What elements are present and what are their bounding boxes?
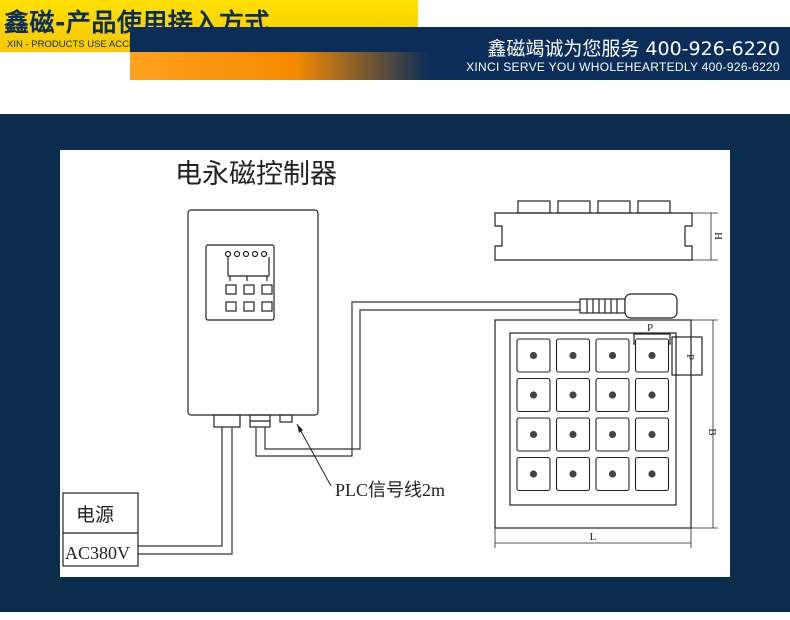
diagram-panel: 电永磁控制器	[0, 114, 790, 612]
controller-box	[187, 209, 319, 428]
indicator-light	[251, 250, 259, 258]
pole-center-mark	[529, 430, 538, 439]
page-title: 鑫磁-产品使用接入方式	[4, 8, 270, 37]
signal-cable-label: PLC信号线2m	[335, 480, 445, 500]
keypad-button	[261, 301, 273, 312]
indicator-light	[233, 250, 241, 258]
pole-center-mark	[608, 391, 617, 399]
pole-center-mark	[648, 351, 656, 360]
cable-gland	[279, 414, 293, 423]
dimension-p-side: P	[684, 354, 696, 360]
pole-center-mark	[608, 470, 617, 478]
pole-grid	[516, 338, 670, 492]
indicator-light	[260, 250, 268, 258]
signal-leader-line	[296, 423, 332, 487]
pole-center-mark	[569, 430, 577, 439]
header-orange-stripe	[130, 52, 430, 80]
keypad-button	[243, 284, 255, 295]
keypad-button	[225, 284, 237, 295]
dimension-b: B	[706, 428, 718, 435]
pole-center-mark	[648, 470, 656, 478]
service-slogan: 鑫磁竭诚为您服务 400-926-6220	[487, 38, 780, 60]
pole-center-mark	[569, 391, 577, 399]
leader-arrow	[297, 424, 303, 433]
pole-center-mark	[529, 391, 538, 399]
plc-signal-cable	[255, 301, 580, 457]
dimension-p-top: P	[647, 322, 653, 334]
pole-center-mark	[569, 351, 577, 360]
power-box	[62, 492, 139, 567]
keypad-button	[261, 284, 273, 295]
voltage-label: AC380V	[65, 543, 130, 563]
pole-center-mark	[608, 430, 617, 439]
indicator-light	[224, 250, 232, 258]
indicator-light	[242, 250, 250, 258]
chuck-top-view	[494, 319, 718, 548]
keypad-button	[243, 301, 255, 312]
keypad-button	[225, 301, 237, 312]
service-slogan-english: XINCI SERVE YOU WHOLEHEARTEDLY 400-926-6…	[466, 60, 780, 74]
pole-center-mark	[529, 470, 538, 478]
dimension-l: L	[590, 531, 597, 543]
power-cable	[138, 427, 233, 555]
page-title-english: XIN - PRODUCTS USE ACCESS MODE	[7, 39, 180, 50]
pole-center-mark	[648, 430, 656, 439]
wiring-diagram: 电永磁控制器	[60, 150, 730, 577]
controller-title: 电永磁控制器	[175, 159, 337, 190]
wiring-diagram-svg: 电永磁控制器	[62, 159, 724, 567]
power-label: 电源	[76, 504, 114, 526]
dimension-h: H	[712, 232, 724, 240]
signal-connector	[579, 293, 678, 319]
pole-center-mark	[608, 351, 617, 360]
pole-center-mark	[569, 470, 577, 478]
pole-center-mark	[529, 351, 538, 360]
pole-center-mark	[648, 391, 656, 399]
chuck-side-view	[494, 200, 718, 261]
cable-gland	[213, 414, 241, 428]
